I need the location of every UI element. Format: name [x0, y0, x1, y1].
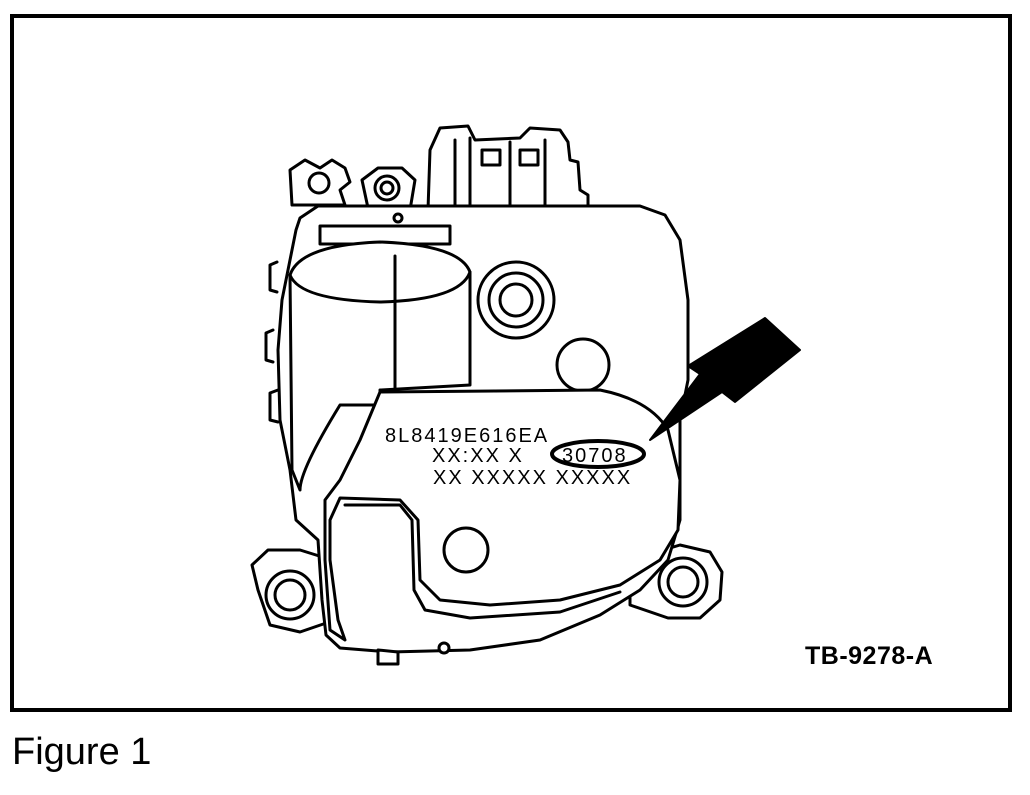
bottom-mount-ear-left — [250, 548, 337, 634]
figure-caption: Figure 1 — [12, 731, 152, 773]
motor-can — [288, 240, 472, 492]
date-code-text: 30708 — [562, 445, 628, 467]
part-number-text: 8L8419E616EA — [385, 425, 549, 447]
callout-arrow-icon — [649, 317, 801, 441]
bottom-tabs — [376, 641, 451, 666]
reference-code: TB-9278-A — [805, 642, 934, 670]
connector-housing — [426, 124, 590, 217]
top-mount-ears — [288, 158, 417, 212]
part-label: 8L8419E616EA XX:XX X 30708 XX XXXXX XXXX… — [385, 425, 632, 489]
label-line-3: XX XXXXX XXXXX — [433, 467, 632, 489]
housing-boss — [555, 337, 611, 393]
label-line-2-prefix: XX:XX X — [432, 445, 524, 467]
output-shaft-boss — [476, 260, 556, 340]
gear-cover — [323, 388, 682, 642]
date-code-highlight — [550, 439, 646, 469]
